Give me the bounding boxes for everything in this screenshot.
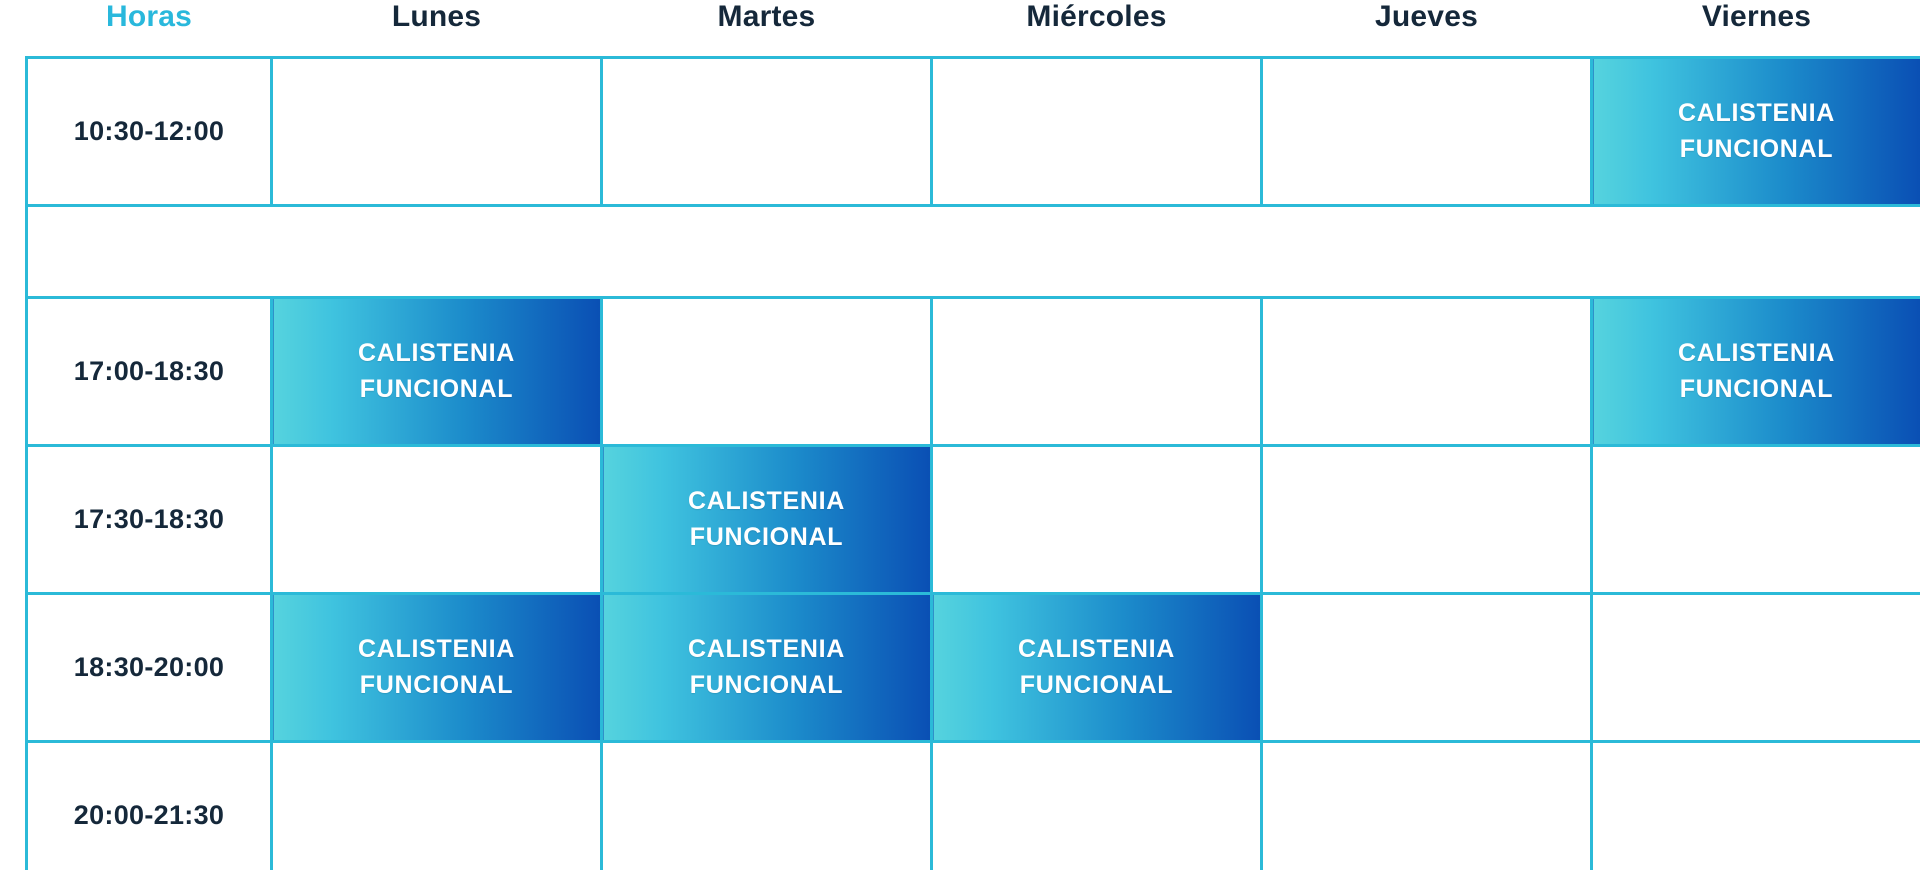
slot-martes-1700[interactable] (600, 296, 933, 447)
class-label-line2: FUNCIONAL (1019, 670, 1174, 699)
slot-jueves-1730[interactable] (1260, 444, 1593, 595)
class-label: CALISTENIA FUNCIONAL (933, 632, 1260, 703)
class-label-line1: CALISTENIA (1678, 339, 1835, 367)
spacer-cell (25, 204, 1920, 299)
class-label-line1: CALISTENIA (688, 635, 845, 663)
schedule-body: 10:30-12:00 CALISTENIA FUNCIONAL 17:00- (25, 56, 1920, 870)
slot-jueves-1700[interactable] (1260, 296, 1593, 447)
class-label-line1: CALISTENIA (688, 487, 845, 515)
slot-miercoles-1700[interactable] (930, 296, 1263, 447)
slot-jueves-2000[interactable] (1260, 740, 1593, 870)
header-hours: Horas (26, 0, 272, 58)
header-day-martes: Martes (601, 0, 932, 58)
spacer-row (25, 204, 1920, 299)
class-label-line1: CALISTENIA (1678, 99, 1835, 127)
table-row: 17:30-18:30 CALISTENIA FUNCIONAL (25, 444, 1920, 595)
slot-miercoles-1730[interactable] (930, 444, 1263, 595)
header-row: Horas Lunes Martes Miércoles Jueves Vier… (26, 0, 1920, 58)
slot-martes-1830[interactable]: CALISTENIA FUNCIONAL (600, 592, 933, 743)
table-row: 10:30-12:00 CALISTENIA FUNCIONAL (25, 56, 1920, 207)
slot-viernes-1030[interactable]: CALISTENIA FUNCIONAL (1590, 56, 1920, 207)
class-label: CALISTENIA FUNCIONAL (603, 632, 930, 703)
header-day-miercoles: Miércoles (931, 0, 1262, 58)
slot-martes-1730[interactable]: CALISTENIA FUNCIONAL (600, 444, 933, 595)
slot-viernes-2000[interactable] (1590, 740, 1920, 870)
slot-miercoles-2000[interactable] (930, 740, 1263, 870)
time-slot-label: 17:00-18:30 (25, 296, 273, 447)
class-label-line2: FUNCIONAL (359, 670, 514, 699)
header-day-jueves: Jueves (1261, 0, 1592, 58)
class-label: CALISTENIA FUNCIONAL (603, 484, 930, 555)
slot-viernes-1700[interactable]: CALISTENIA FUNCIONAL (1590, 296, 1920, 447)
slot-viernes-1830[interactable] (1590, 592, 1920, 743)
header-day-viernes: Viernes (1591, 0, 1920, 58)
slot-martes-1030[interactable] (600, 56, 933, 207)
class-label-line2: FUNCIONAL (1679, 374, 1834, 403)
slot-lunes-1830[interactable]: CALISTENIA FUNCIONAL (270, 592, 603, 743)
schedule-table: Horas Lunes Martes Miércoles Jueves Vier… (25, 0, 1920, 870)
table-row: 18:30-20:00 CALISTENIA FUNCIONAL CALISTE… (25, 592, 1920, 743)
class-label: CALISTENIA FUNCIONAL (1593, 96, 1920, 167)
slot-jueves-1030[interactable] (1260, 56, 1593, 207)
slot-jueves-1830[interactable] (1260, 592, 1593, 743)
time-slot-label: 10:30-12:00 (25, 56, 273, 207)
slot-miercoles-1830[interactable]: CALISTENIA FUNCIONAL (930, 592, 1263, 743)
slot-lunes-1730[interactable] (270, 444, 603, 595)
slot-miercoles-1030[interactable] (930, 56, 1263, 207)
slot-lunes-2000[interactable] (270, 740, 603, 870)
class-label-line2: FUNCIONAL (689, 522, 844, 551)
table-row: 20:00-21:30 (25, 740, 1920, 870)
time-slot-label: 20:00-21:30 (25, 740, 273, 870)
class-label-line2: FUNCIONAL (359, 374, 514, 403)
class-label-line1: CALISTENIA (358, 635, 515, 663)
schedule-header: Horas Lunes Martes Miércoles Jueves Vier… (26, 0, 1920, 58)
slot-lunes-1030[interactable] (270, 56, 603, 207)
class-label: CALISTENIA FUNCIONAL (273, 336, 600, 407)
class-label-line1: CALISTENIA (1018, 635, 1175, 663)
slot-martes-2000[interactable] (600, 740, 933, 870)
time-slot-label: 17:30-18:30 (25, 444, 273, 595)
class-label-line2: FUNCIONAL (1679, 134, 1834, 163)
class-label: CALISTENIA FUNCIONAL (1593, 336, 1920, 407)
slot-lunes-1700[interactable]: CALISTENIA FUNCIONAL (270, 296, 603, 447)
table-row: 17:00-18:30 CALISTENIA FUNCIONAL CALISTE… (25, 296, 1920, 447)
time-slot-label: 18:30-20:00 (25, 592, 273, 743)
header-day-lunes: Lunes (271, 0, 602, 58)
class-label-line2: FUNCIONAL (689, 670, 844, 699)
class-label: CALISTENIA FUNCIONAL (273, 632, 600, 703)
class-label-line1: CALISTENIA (358, 339, 515, 367)
slot-viernes-1730[interactable] (1590, 444, 1920, 595)
